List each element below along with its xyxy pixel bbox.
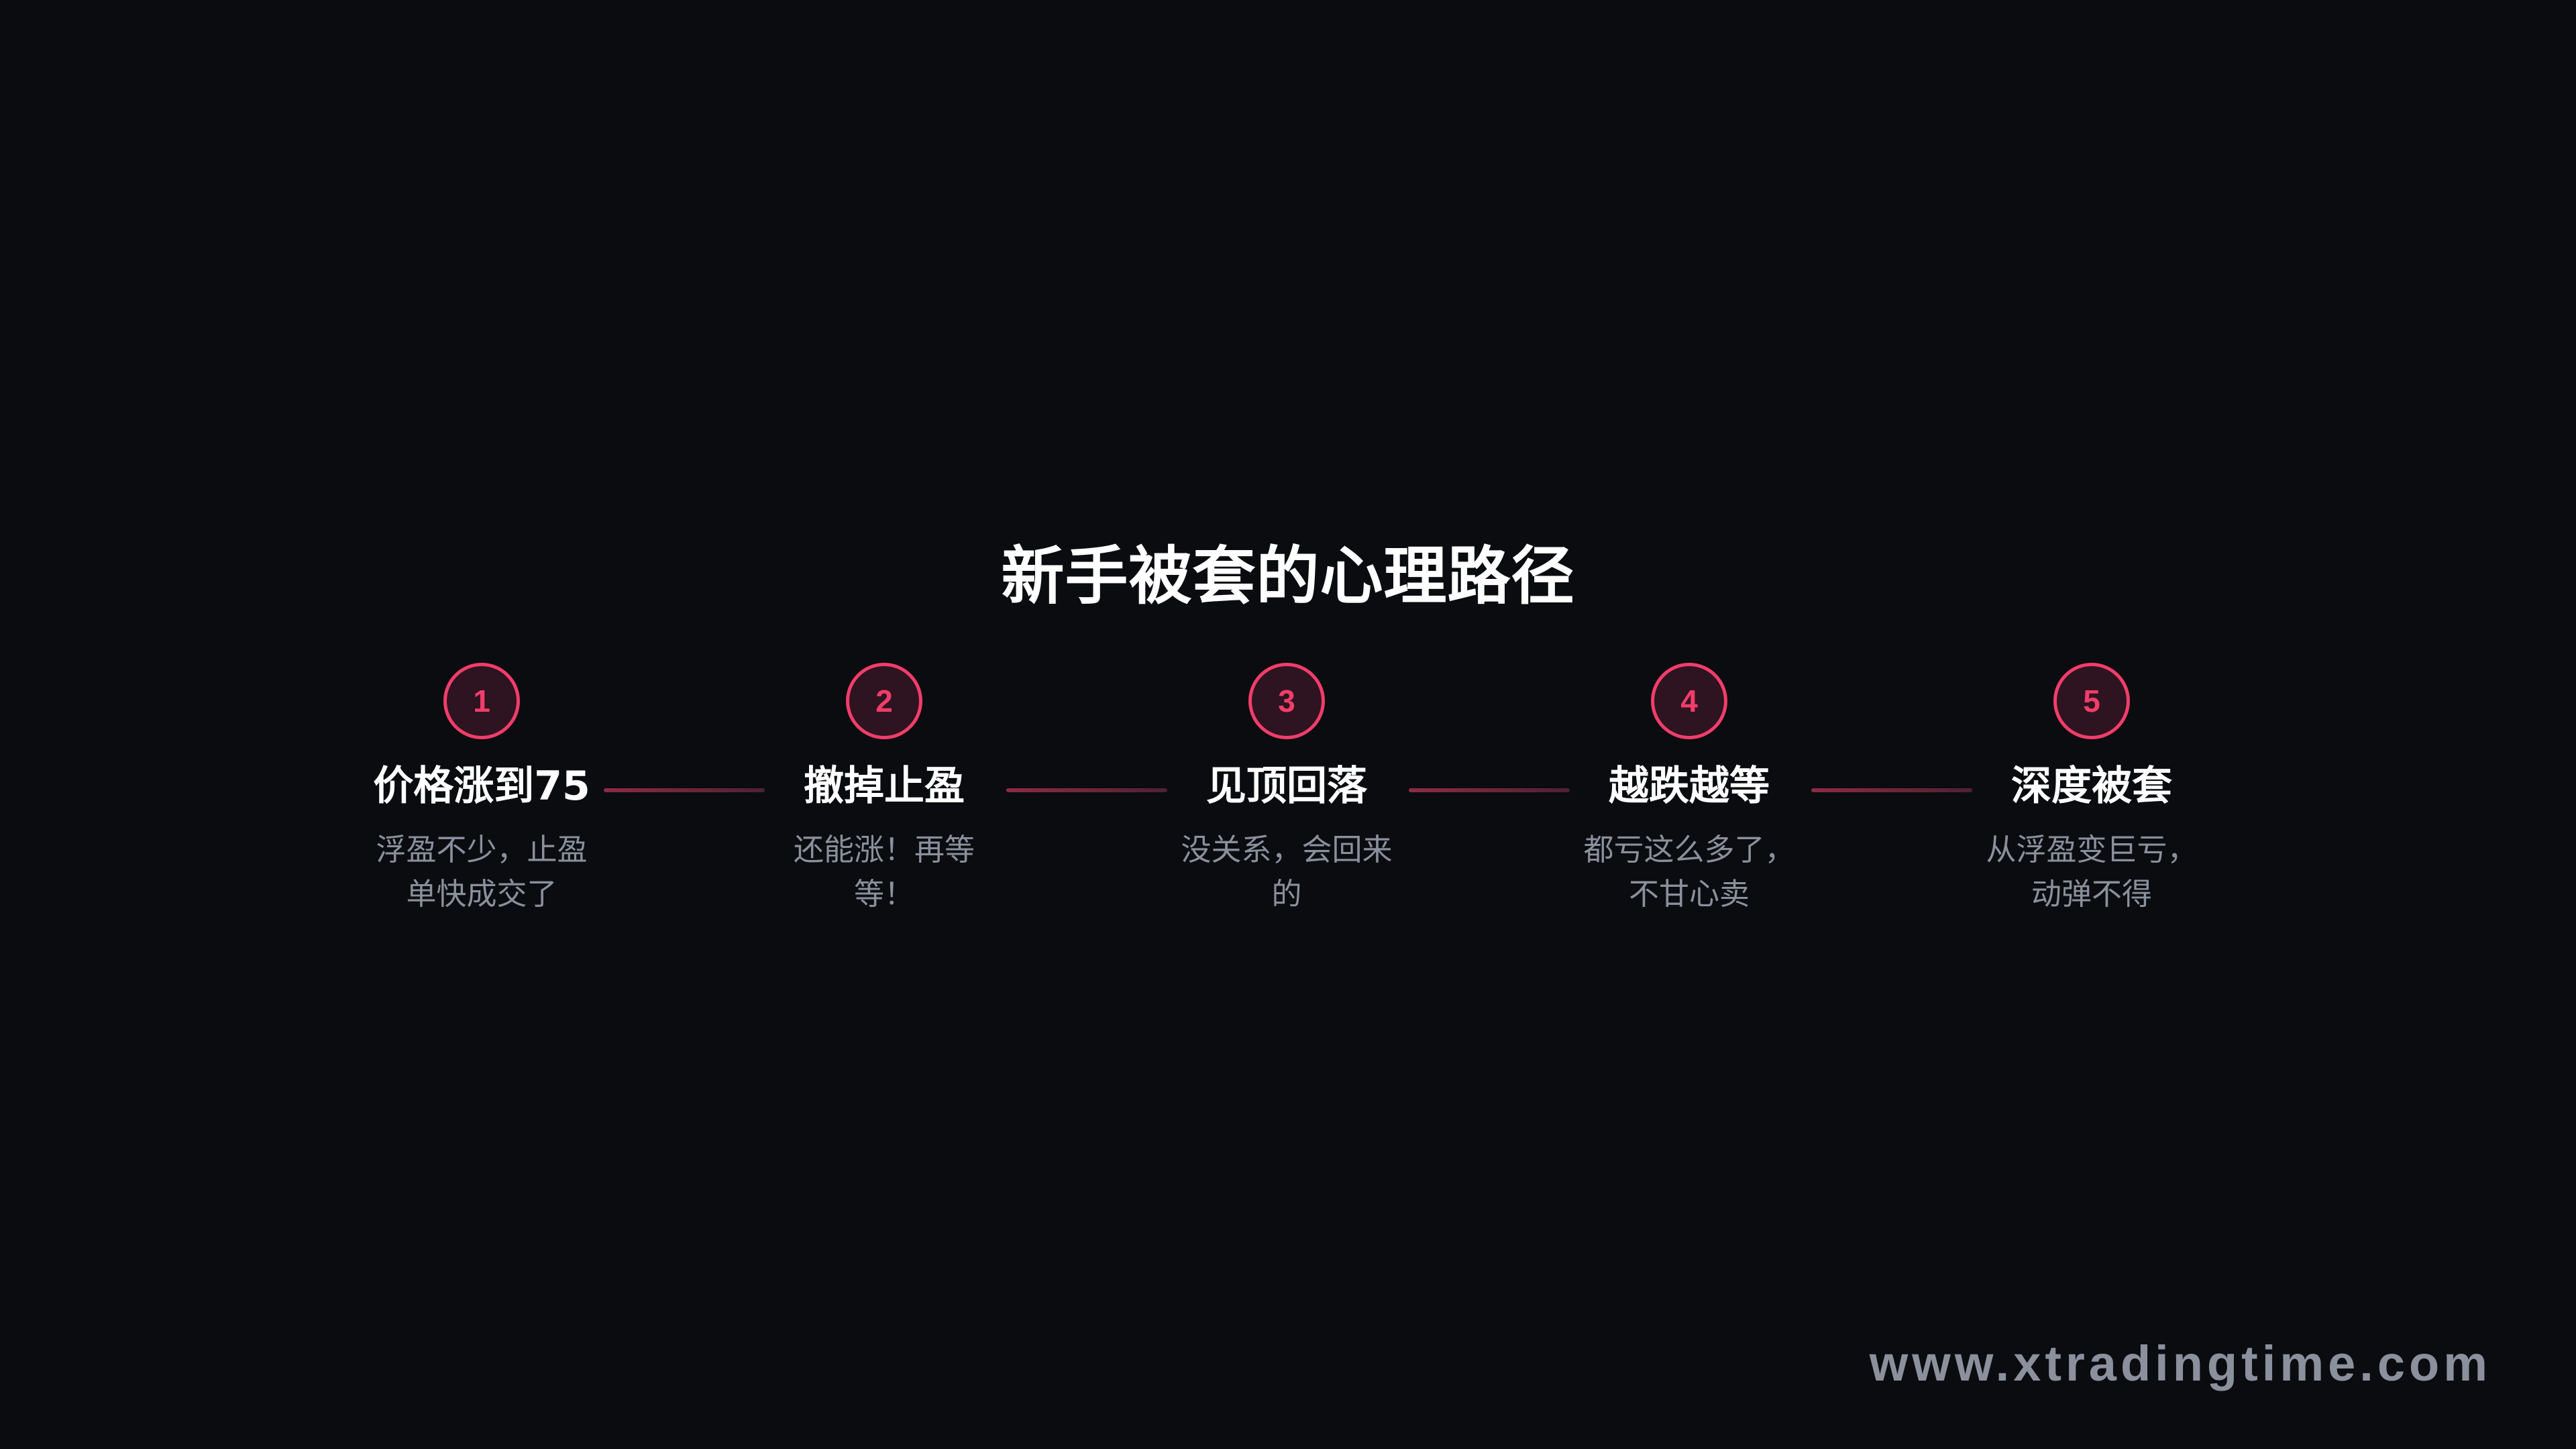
page-title: 新手被套的心理路径 [1001,540,1575,613]
step-title: 价格涨到75 [373,763,590,810]
step-description: 浮盈不少，止盈单快成交了 [376,832,588,912]
step-4: 4 越跌越等 都亏这么多了，不甘心卖 [1542,663,1837,916]
connector-line [1006,788,1167,792]
step-description: 没关系，会回来的 [1181,832,1393,912]
watermark-url: www.xtradingtime.com [1869,1336,2491,1391]
step-2: 2 撤掉止盈 还能涨！再等等！ [737,663,1032,916]
step-title: 深度被套 [2011,763,2172,810]
step-number-badge: 1 [443,663,520,739]
step-1: 1 价格涨到75 浮盈不少，止盈单快成交了 [334,663,629,916]
step-title: 越跌越等 [1609,763,1770,810]
step-title: 撤掉止盈 [804,763,965,810]
connector-line [604,788,765,792]
step-number-badge: 3 [1248,663,1325,739]
step-number-badge: 5 [2053,663,2130,739]
step-number-badge: 4 [1651,663,1727,739]
step-3: 3 见顶回落 没关系，会回来的 [1139,663,1434,916]
connector-line [1811,788,1972,792]
step-5: 5 深度被套 从浮盈变巨亏，动弹不得 [1944,663,2239,916]
step-description: 都亏这么多了，不甘心卖 [1583,832,1795,912]
step-title: 见顶回落 [1206,763,1367,810]
step-description: 还能涨！再等等！ [793,832,975,912]
step-description: 从浮盈变巨亏，动弹不得 [1986,832,2198,912]
step-number-badge: 2 [846,663,922,739]
connector-line [1409,788,1570,792]
